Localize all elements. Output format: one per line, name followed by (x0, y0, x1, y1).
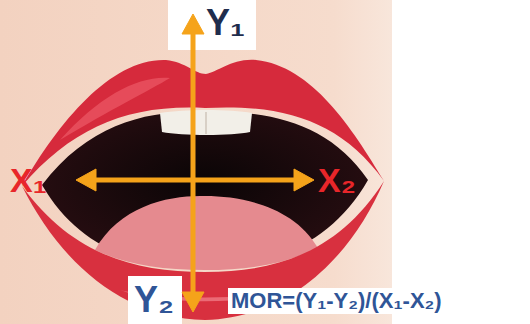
tongue (95, 196, 318, 270)
axis-label: X₂ (318, 163, 356, 197)
label-box (168, 0, 256, 50)
axis-label: Y₂ (134, 282, 174, 318)
axis-label: Y₁ (206, 5, 245, 41)
skin-background (0, 0, 392, 324)
upper-teeth (160, 110, 252, 135)
measure-arrows (76, 14, 314, 312)
formula-label: MOR=(Y₁-Y₂)/(X₁-X₂) (228, 288, 445, 314)
label-box (128, 276, 182, 324)
axis-label: X₁ (10, 163, 47, 197)
